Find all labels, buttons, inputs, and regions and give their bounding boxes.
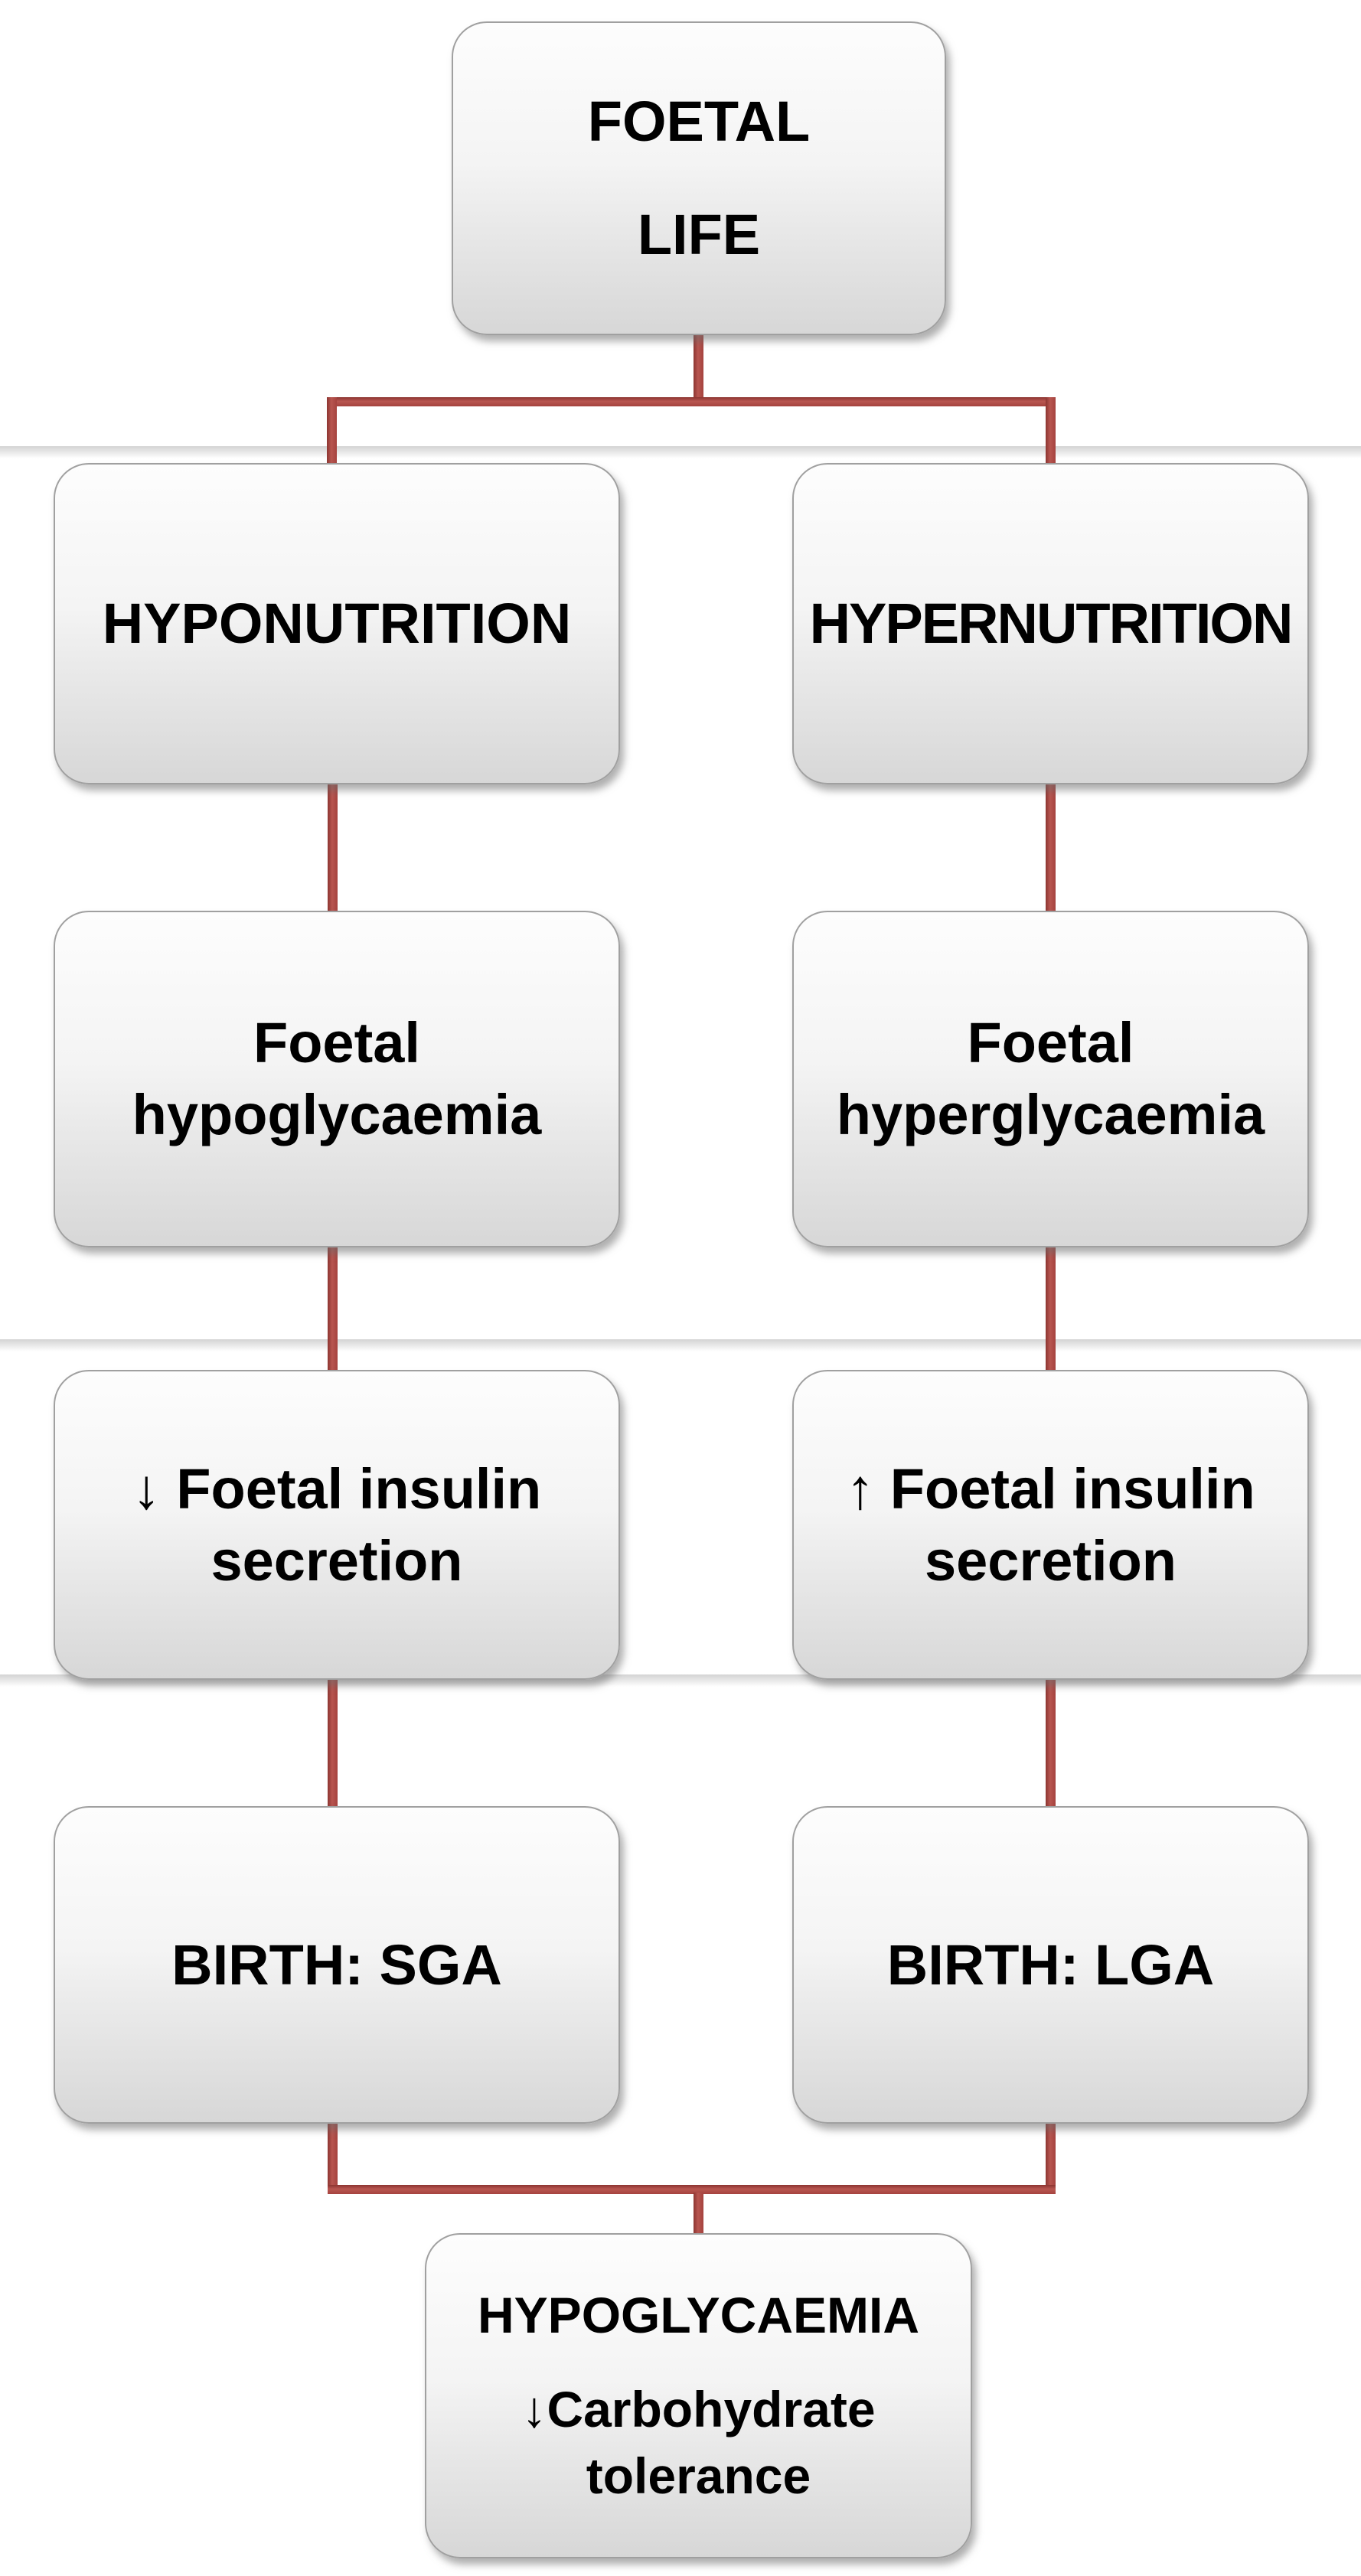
connector-left-r3-r4 bbox=[328, 1245, 338, 1373]
connector-right-r3-r4 bbox=[1046, 1245, 1056, 1373]
node-hypernutrition: HYPERNUTRITION bbox=[792, 463, 1309, 784]
node-line: LIFE bbox=[637, 202, 761, 266]
connector-right-r4-r5 bbox=[1046, 1678, 1056, 1809]
node-line: hyperglycaemia bbox=[836, 1083, 1265, 1146]
connector-left-r2-r3 bbox=[328, 782, 338, 914]
connector-right-merge-drop bbox=[1046, 2120, 1056, 2194]
connector-merge-bar bbox=[328, 2185, 1056, 2194]
node-hypoglycaemia-outcome: HYPOGLYCAEMIA ↓Carbohydrate tolerance bbox=[425, 2233, 972, 2558]
node-increased-insulin: ↑ Foetal insulin secretion bbox=[792, 1370, 1309, 1680]
connector-left-merge-drop bbox=[328, 2120, 338, 2194]
connector-right-branch-drop bbox=[1046, 397, 1056, 468]
node-line: HYPERNUTRITION bbox=[809, 592, 1294, 656]
node-line: ↓Carbohydrate bbox=[521, 2381, 876, 2438]
connector-top-branch-bar bbox=[327, 397, 1056, 406]
connector-left-branch-drop bbox=[327, 397, 337, 468]
node-line: Foetal bbox=[253, 1011, 420, 1075]
node-line: Foetal bbox=[967, 1011, 1134, 1075]
connector-bottom-stem bbox=[694, 2193, 703, 2236]
node-line: HYPONUTRITION bbox=[102, 592, 572, 656]
node-birth-lga: BIRTH: LGA bbox=[792, 1806, 1309, 2124]
node-decreased-insulin: ↓ Foetal insulin secretion bbox=[54, 1370, 620, 1680]
node-line: ↓ Foetal insulin bbox=[132, 1456, 542, 1521]
page-band bbox=[0, 446, 1361, 458]
node-line: tolerance bbox=[586, 2447, 811, 2505]
node-foetal-life: FOETAL LIFE bbox=[452, 21, 946, 335]
connector-top-stem bbox=[694, 332, 703, 406]
node-line: hypoglycaemia bbox=[132, 1083, 542, 1146]
node-line: HYPOGLYCAEMIA bbox=[478, 2286, 919, 2343]
node-foetal-hypoglycaemia: Foetal hypoglycaemia bbox=[54, 911, 620, 1247]
node-hyponutrition: HYPONUTRITION bbox=[54, 463, 620, 784]
node-line: secretion bbox=[211, 1528, 463, 1593]
node-line: secretion bbox=[924, 1528, 1177, 1593]
node-line: ↑ Foetal insulin bbox=[846, 1456, 1255, 1521]
node-foetal-hyperglycaemia: Foetal hyperglycaemia bbox=[792, 911, 1309, 1247]
node-line: FOETAL bbox=[587, 90, 811, 154]
connector-right-r2-r3 bbox=[1046, 782, 1056, 914]
node-birth-sga: BIRTH: SGA bbox=[54, 1806, 620, 2124]
node-line: BIRTH: SGA bbox=[171, 1932, 502, 1997]
page-band bbox=[0, 1339, 1361, 1352]
connector-left-r4-r5 bbox=[328, 1678, 338, 1809]
node-line: BIRTH: LGA bbox=[886, 1932, 1215, 1997]
